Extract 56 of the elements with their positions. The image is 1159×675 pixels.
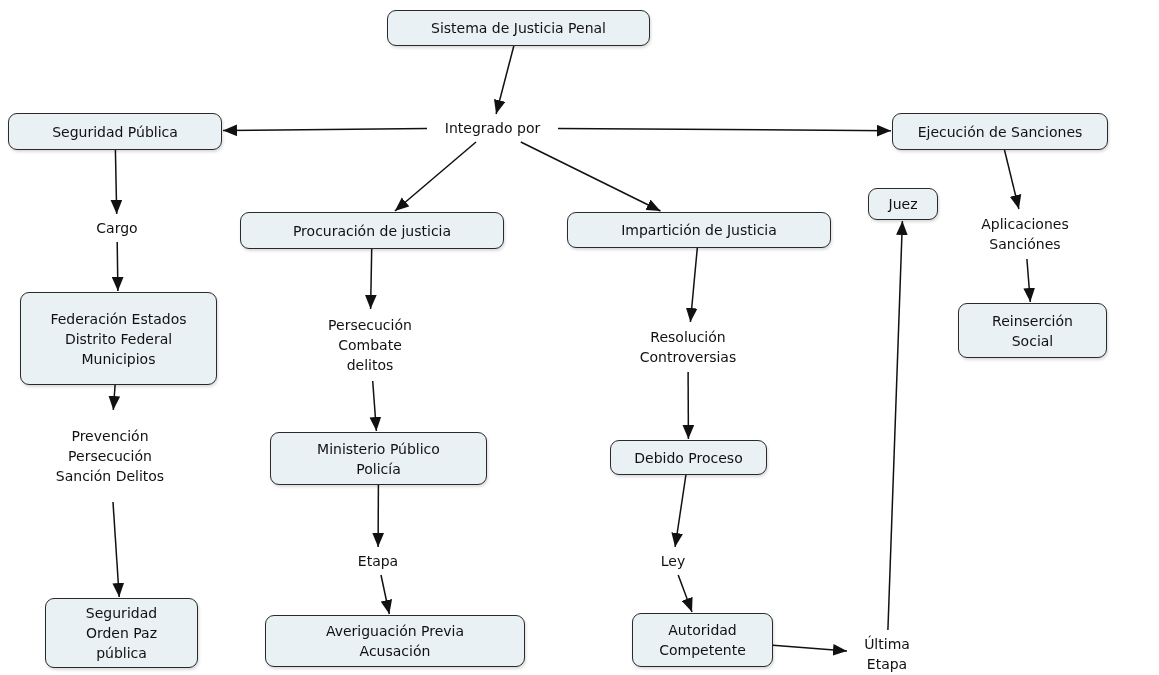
concept-label: Impartición de Justicia bbox=[621, 221, 777, 240]
arrow bbox=[1023, 258, 1035, 303]
concept-box bbox=[240, 212, 504, 249]
concept-box bbox=[610, 440, 767, 475]
arrow bbox=[108, 384, 121, 411]
concept-label: Averiguación Previa Acusación bbox=[324, 622, 466, 661]
arrow bbox=[394, 141, 477, 212]
arrow bbox=[365, 248, 377, 310]
linking-phrase: Integrado por bbox=[444, 119, 541, 138]
linking-phrase: Ley bbox=[660, 552, 686, 571]
concept-label: Procuración de justicia bbox=[292, 221, 452, 241]
arrow bbox=[369, 380, 382, 432]
arrow bbox=[372, 484, 384, 548]
arrow bbox=[671, 474, 687, 548]
concept-label: Juez bbox=[888, 195, 918, 214]
concept-box bbox=[387, 10, 650, 46]
concept-box bbox=[868, 188, 938, 220]
arrow bbox=[380, 574, 393, 615]
concept-box bbox=[632, 613, 773, 667]
concept-box bbox=[265, 615, 525, 667]
arrow bbox=[494, 45, 515, 115]
linking-phrase: Última Etapa bbox=[863, 634, 911, 674]
concept-label: Reinserción Social bbox=[991, 311, 1074, 351]
linking-phrase: Prevención Persecución Sanción Delitos bbox=[55, 427, 165, 486]
linking-phrase: Resolución Controversias bbox=[638, 328, 738, 367]
linking-phrase: Persecución Combate delitos bbox=[327, 316, 413, 375]
concept-label: Ministerio Público Policía bbox=[316, 439, 441, 479]
arrow bbox=[557, 124, 892, 137]
arrow bbox=[112, 501, 125, 598]
concept-label: Seguridad Pública bbox=[52, 122, 178, 142]
concept-label: Sistema de Justicia Penal bbox=[431, 19, 606, 38]
arrow bbox=[520, 141, 662, 212]
arrow bbox=[772, 644, 848, 656]
linking-phrase: Cargo bbox=[96, 219, 138, 238]
concept-box bbox=[958, 303, 1107, 358]
arrow bbox=[1003, 149, 1022, 210]
concept-label: Ejecución de Sanciones bbox=[917, 122, 1083, 142]
concept-label: Autoridad Competente bbox=[658, 621, 747, 660]
arrow bbox=[222, 124, 428, 137]
concept-box bbox=[270, 432, 487, 485]
arrow bbox=[685, 247, 699, 323]
arrow bbox=[887, 220, 908, 631]
concept-box bbox=[892, 113, 1108, 150]
linking-phrase: Etapa bbox=[357, 552, 399, 571]
concept-box bbox=[20, 292, 217, 385]
arrow bbox=[110, 149, 123, 215]
concept-box bbox=[8, 113, 222, 150]
concept-label: Federación Estados Distrito Federal Municipios bbox=[49, 309, 188, 369]
concept-label: Seguridad Orden Paz pública bbox=[84, 604, 159, 663]
concept-label: Debido Proceso bbox=[634, 448, 743, 468]
arrow bbox=[682, 371, 695, 440]
linking-phrase: Aplicaciones Sanciónes bbox=[980, 215, 1070, 254]
arrow bbox=[677, 574, 693, 613]
concept-box bbox=[567, 212, 831, 248]
arrow bbox=[111, 241, 124, 292]
concept-box bbox=[45, 598, 198, 668]
